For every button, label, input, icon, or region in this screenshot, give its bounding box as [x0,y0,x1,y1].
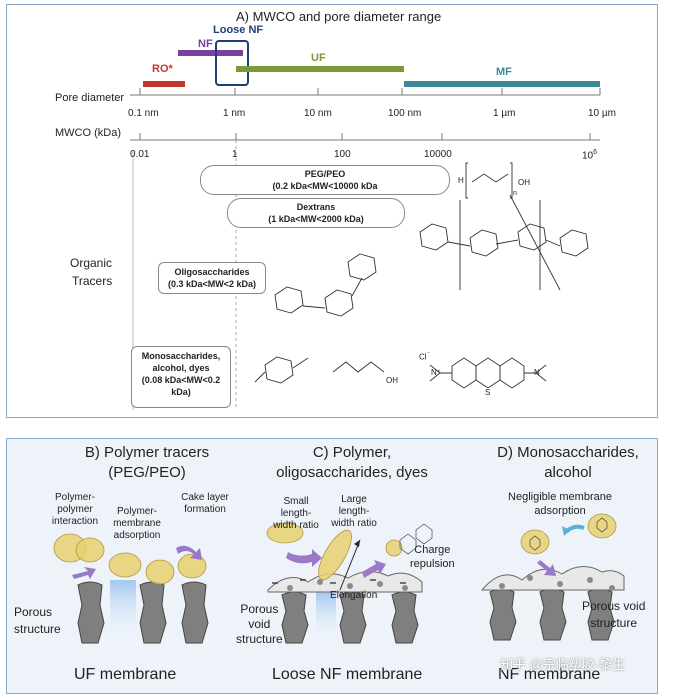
mwco-axis-label: MWCO (kDa) [55,127,121,139]
nf-range-bar [178,50,243,56]
oligo-box: Oligosaccharides (0.3 kDa<MW<2 kDa) [158,262,266,294]
c-title-line1: C) Polymer, [312,444,392,461]
dextran-range: (1 kDa<MW<2000 kDa) [268,214,364,224]
mwco-tick-0: 0.01 [130,149,150,160]
mf-label: MF [496,66,512,78]
dextran-name: Dextrans [296,202,336,212]
pore-tick-0: 0.1 nm [128,108,159,119]
panel-a-title: A) MWCO and pore diameter range [236,9,442,24]
loose-nf-label: Loose NF [213,24,264,36]
peg-h-atom: H [458,176,464,185]
d-title-line2: alcohol [544,464,592,481]
sulfur-atom: S [485,388,491,397]
pore-tick-1: 1 nm [223,108,246,119]
pore-tick-4: 1 µm [493,108,516,119]
d-title-line1: D) Monosaccharides, [497,444,639,461]
peg-name: PEG/PEO [304,169,346,179]
tracers-label: Tracers [72,274,113,288]
nf-label: NF [198,38,213,50]
pore-tick-3: 100 nm [388,108,422,119]
mono-range2: kDa) [171,387,191,397]
peg-oh-atom: OH [518,178,530,187]
n-plus-atom: N⁺ [431,368,441,377]
dextran-box: Dextrans (1 kDa<MW<2000 kDa) [227,198,405,228]
ro-range-bar [143,81,185,87]
oligo-range: (0.3 kDa<MW<2 kDa) [167,279,257,289]
c-elongation-label: Elongation [330,590,378,601]
chloride-ion: Cl⁻ [419,351,431,362]
mono-line2: alcohol, dyes [152,363,210,373]
peg-range: (0.2 kDa<MW<10000 kDa [272,181,378,191]
pore-axis-label: Pore diameter [55,92,125,104]
b-title-line1: B) Polymer tracers [84,444,210,461]
mwco-tick-3: 10000 [424,149,452,160]
butanol-oh: OH [386,376,398,385]
organic-label: Organic [70,256,113,270]
ro-label: RO* [152,63,173,75]
mono-line1: Monosaccharides, [141,351,221,361]
peg-box: PEG/PEO (0.2 kDa<MW<10000 kDa [200,165,450,195]
mwco-tick-2: 100 [334,149,351,160]
pore-tick-2: 10 nm [304,108,332,119]
pore-tick-5: 10 µm [588,108,616,119]
b-title-line2: (PEG/PEO) [108,464,186,481]
watermark: 知乎 @宗临塑胶-黎生 [500,657,626,672]
loose-nf-membrane-label: Loose NF membrane [272,666,423,683]
peg-n-subscript: n [513,190,517,197]
mwco-tick-1: 1 [232,149,238,160]
uf-membrane-label: UF membrane [74,666,177,683]
mwco-tick-4: 106 [582,149,598,162]
mf-range-bar [404,81,600,87]
uf-range-bar [236,66,404,72]
mono-box: Monosaccharides, alcohol, dyes (0.08 kDa… [131,346,231,408]
loose-nf-highlight-box [215,40,249,86]
n-atom: N [534,368,540,377]
uf-label: UF [311,52,326,64]
mono-range1: (0.08 kDa<MW<0.2 [141,375,221,385]
nf-membrane-label: NF membrane [498,666,601,683]
oligo-name: Oligosaccharides [174,267,250,277]
c-title-line2: oligosaccharides, dyes [276,464,428,481]
